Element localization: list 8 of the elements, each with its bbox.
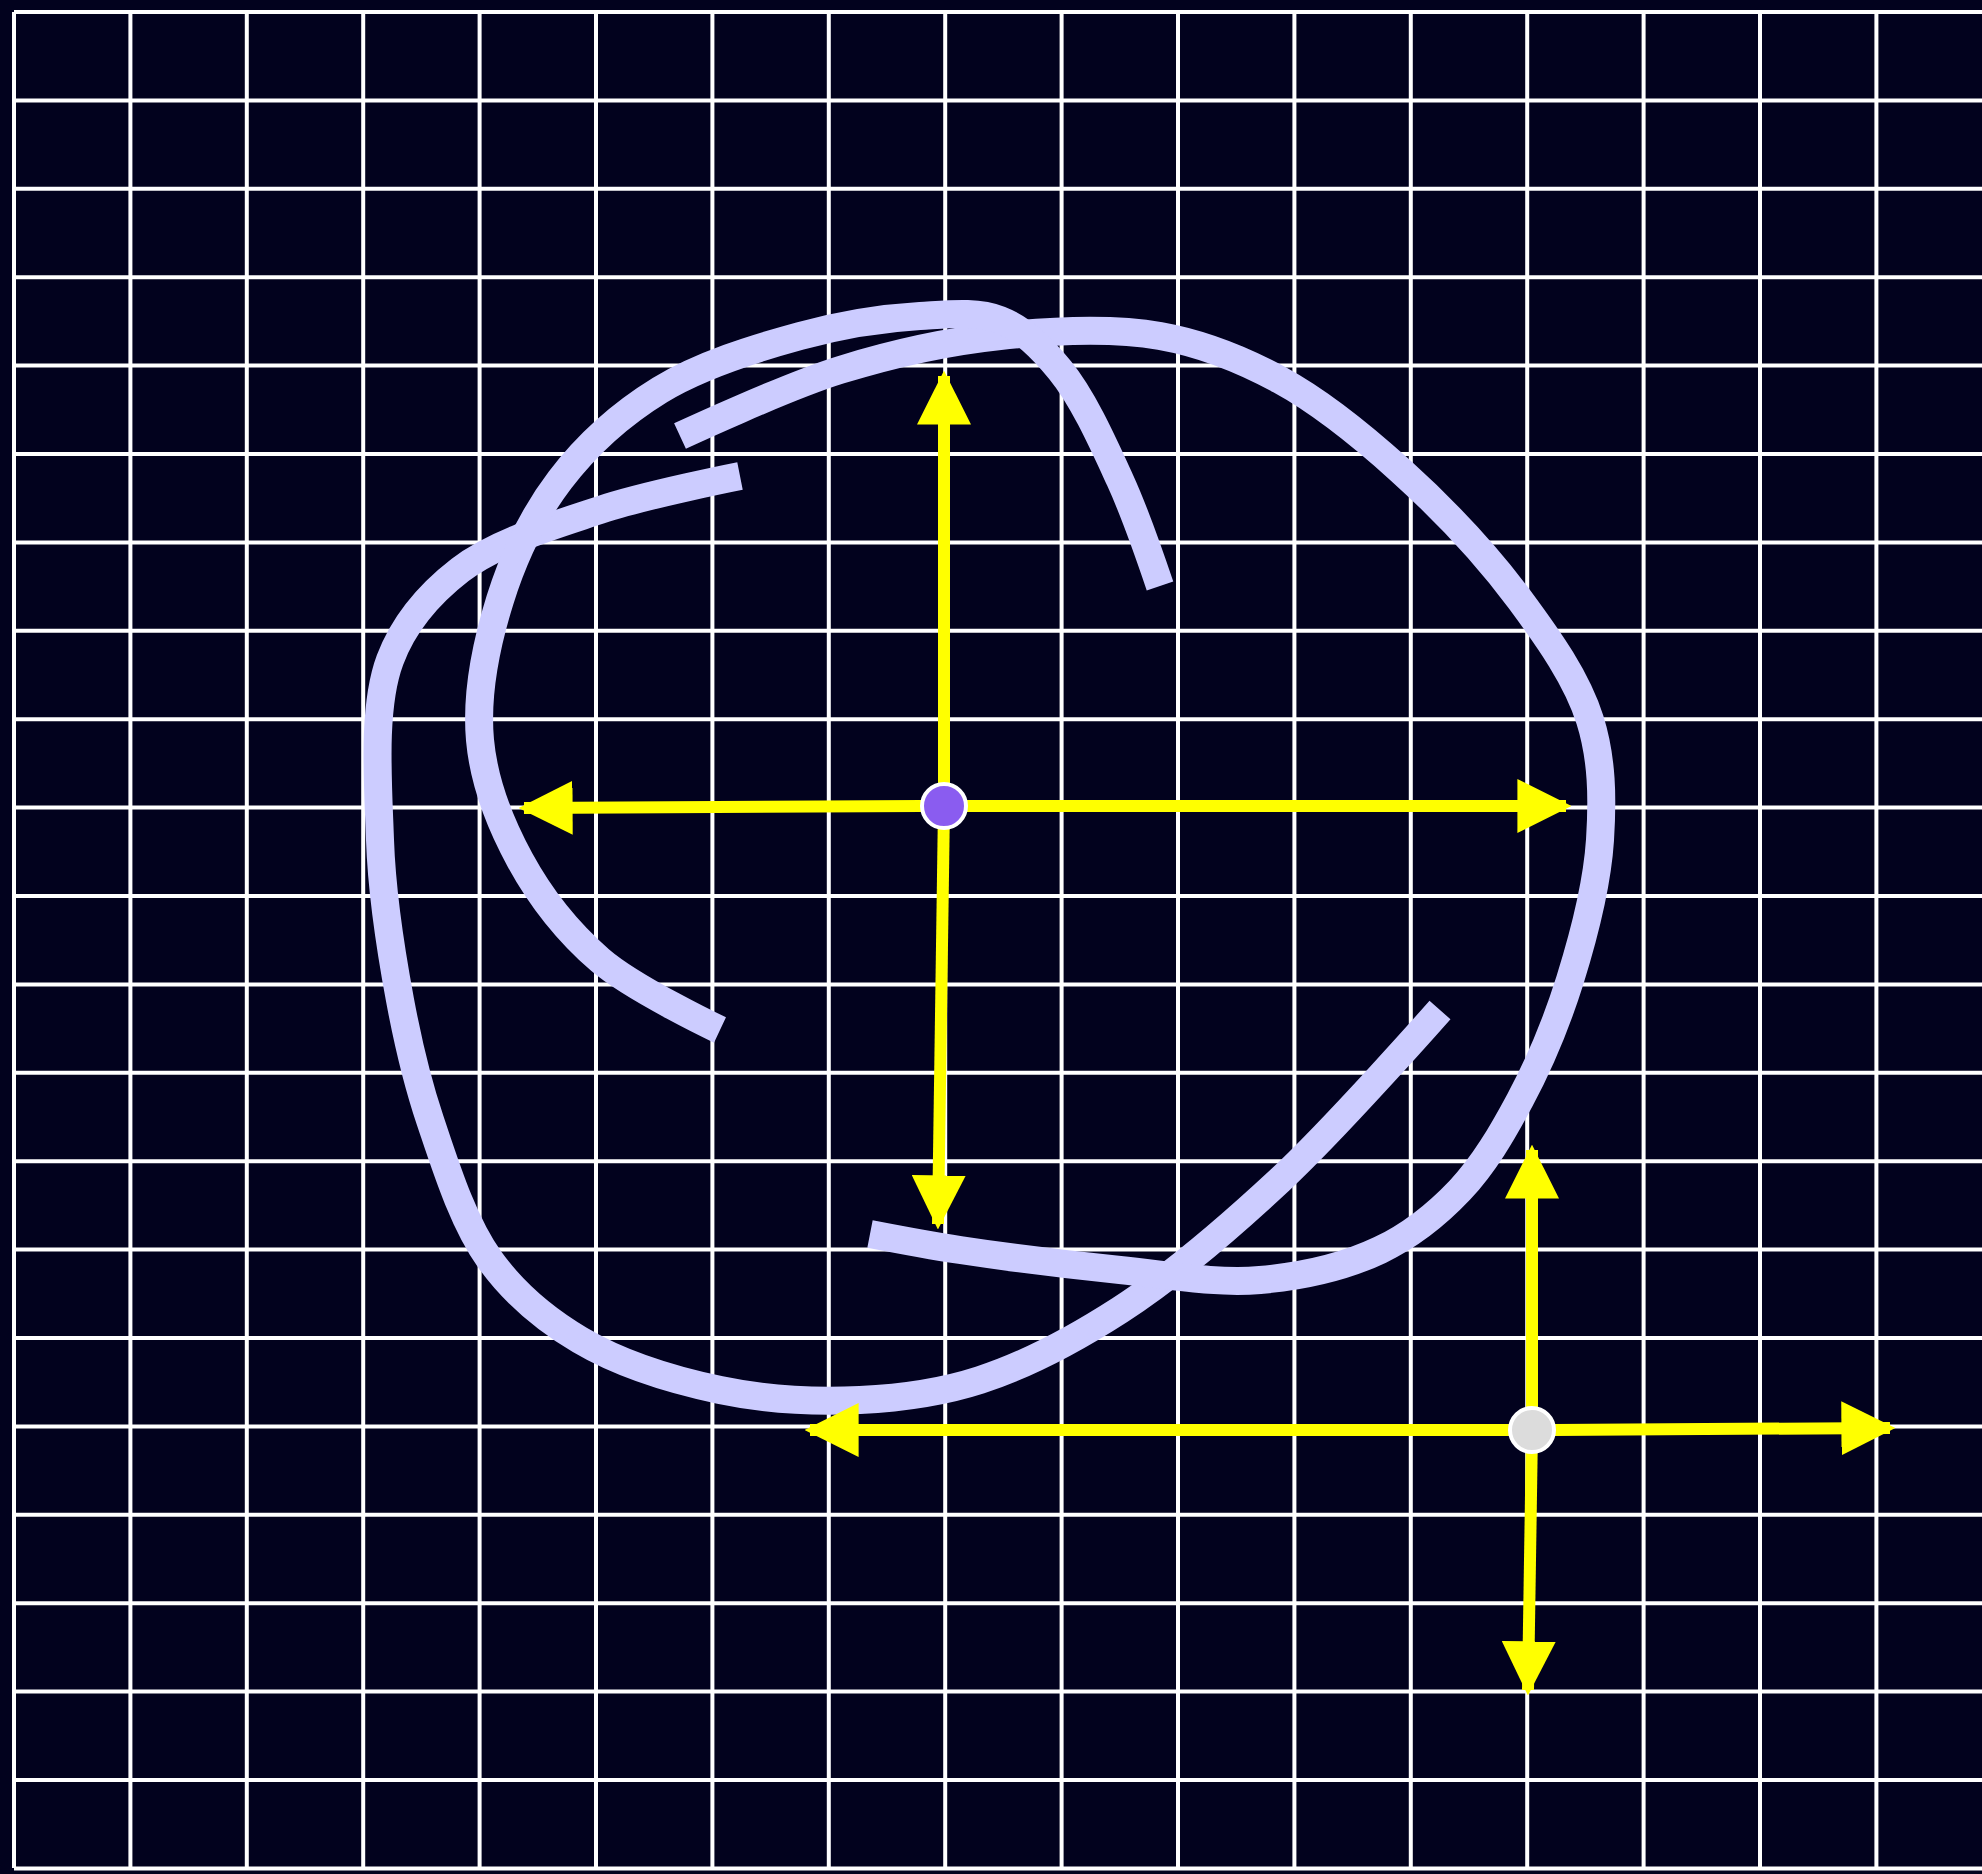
arrow — [917, 370, 971, 784]
arrow — [1501, 1451, 1556, 1696]
arrow — [1553, 1401, 1896, 1456]
arrow — [804, 1403, 1510, 1457]
arrow — [518, 780, 923, 835]
arrow — [911, 827, 966, 1230]
arrow — [966, 779, 1572, 833]
arrow — [1505, 1144, 1559, 1408]
